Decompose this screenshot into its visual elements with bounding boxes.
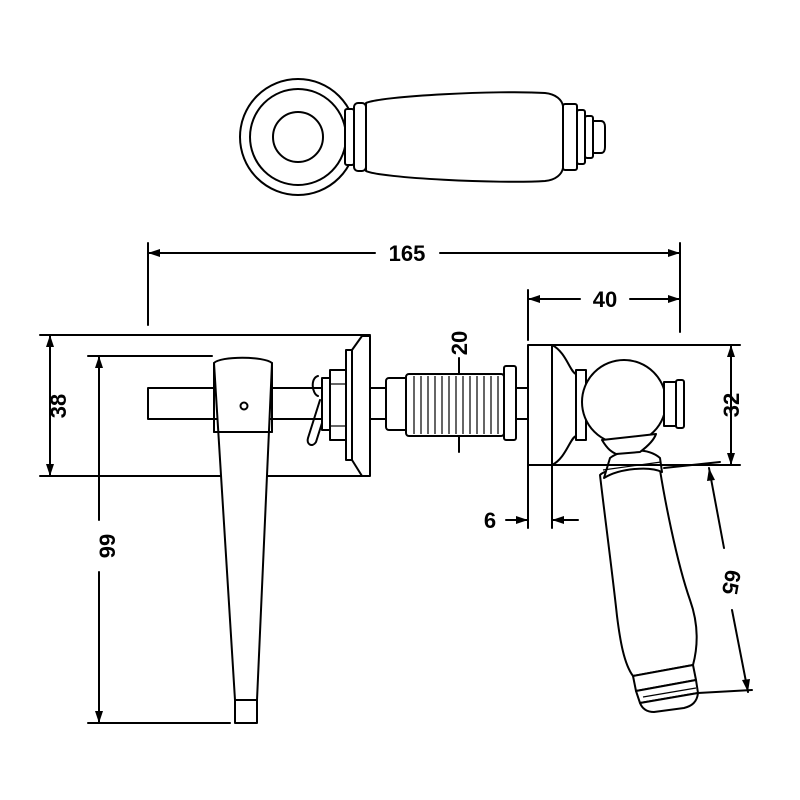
top-view-handle (344, 91, 606, 183)
handle-ball (581, 359, 667, 445)
backnut-hex (329, 369, 347, 441)
lever-handle-body (599, 465, 698, 677)
dimension-label-handle-length: 65 (717, 568, 746, 596)
cistern-lever-assembly (147, 335, 387, 724)
dimension-label-handle-body-width: 40 (593, 287, 617, 312)
handle-flange-plate (527, 344, 553, 466)
threaded-coupling (385, 365, 529, 441)
dimension-label-wall-depth: 38 (46, 394, 71, 418)
dimension-label-overall-width: 165 (389, 241, 426, 266)
dimension-label-cistern-lever-length: 99 (95, 534, 120, 558)
dimension-spindle-diameter: 20 (447, 331, 472, 453)
dimension-overall-width: 165 (147, 241, 681, 333)
dimension-handle-height: 32 (551, 344, 744, 466)
dimension-flange-thickness: 6 (484, 464, 579, 533)
top-view-ring (239, 78, 357, 196)
handle-cone (551, 344, 577, 466)
cistern-lever-tip (234, 699, 258, 724)
dimension-handle-length: 65 (663, 461, 753, 694)
dimension-label-spindle-diameter: 20 (447, 331, 472, 355)
dimension-wall-depth: 38 (39, 334, 371, 477)
cistern-lever-arm (213, 356, 273, 701)
dimension-label-flange-thickness: 6 (484, 508, 496, 533)
dimension-label-handle-height: 32 (719, 393, 744, 417)
dimension-handle-body-width: 40 (527, 287, 681, 341)
top-view (239, 78, 606, 196)
handle-assembly (527, 344, 699, 713)
dimension-cistern-lever-length: 99 (87, 355, 231, 724)
split-pin (306, 375, 333, 446)
